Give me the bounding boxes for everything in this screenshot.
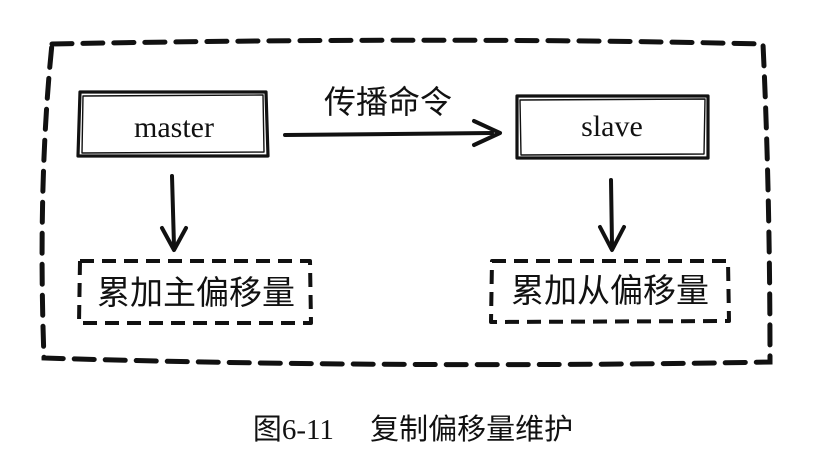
master-label: master: [134, 111, 214, 144]
slave-offset-label: 累加从偏移量: [511, 271, 709, 310]
slave-offset-node: 累加从偏移量: [489, 259, 731, 324]
master-offset-label: 累加主偏移量: [97, 273, 295, 312]
slave-down-arrow: [598, 178, 626, 252]
outer-dashed-boundary: [39, 37, 773, 368]
slave-label: slave: [581, 110, 643, 143]
propagate-label: 传播命令: [324, 83, 452, 121]
figure-caption: 图6-11 复制偏移量维护: [253, 413, 573, 446]
master-offset-node: 累加主偏移量: [77, 259, 313, 325]
propagate-arrow: [283, 119, 502, 147]
slave-node: slave: [515, 94, 710, 160]
master-node: master: [76, 90, 270, 158]
master-down-arrow: [160, 174, 188, 252]
